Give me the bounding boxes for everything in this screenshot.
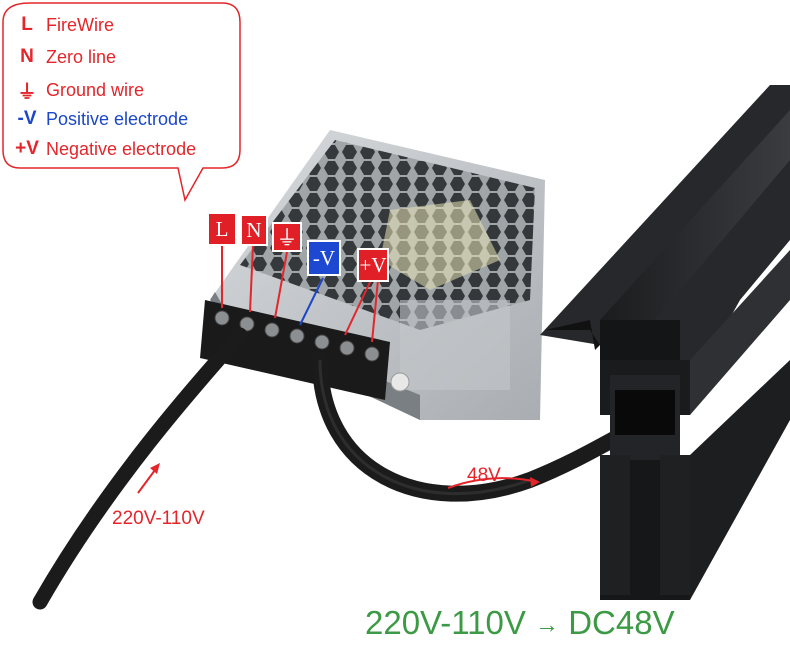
legend-text-zero-line: Zero line <box>46 46 117 67</box>
output-voltage-label: 48V <box>467 465 501 486</box>
legend-item-zero-line: N Zero line <box>8 46 116 68</box>
legend-symbol-minus-v: -V <box>17 108 37 129</box>
conversion-input: 220V-110V <box>365 604 526 641</box>
ground-icon: ⏚ <box>17 82 37 103</box>
legend-item-ground-wire: ⏚ Ground wire <box>8 77 144 104</box>
legend-symbol-n: N <box>20 46 34 67</box>
conversion-caption: 220V-110V → DC48V <box>365 604 675 642</box>
input-arrow <box>137 463 160 494</box>
output-arrow <box>447 477 540 489</box>
legend-text-firewire: FireWire <box>46 14 114 35</box>
arrow-right-icon: → <box>535 611 560 639</box>
legend-text-ground-wire: Ground wire <box>46 80 145 100</box>
legend-symbol-l: L <box>21 14 33 35</box>
input-cable <box>32 327 248 610</box>
terminal-block <box>200 300 410 400</box>
conversion-output: DC48V <box>568 604 675 641</box>
terminal-arrows <box>221 244 379 343</box>
legend-item-negative-electrode: +V Negative electrode <box>8 138 196 160</box>
legend-text-positive-electrode: Positive electrode <box>46 108 189 129</box>
legend-item-positive-electrode: -V Positive electrode <box>8 108 189 130</box>
terminal-tag-neg-v: -V <box>307 240 341 276</box>
ground-icon: ⏚ <box>272 222 302 252</box>
legend-bubble <box>2 2 241 203</box>
terminal-tag-l: L <box>207 212 237 246</box>
legend-symbol-plus-v: +V <box>15 138 39 159</box>
terminal-tag-n: N <box>240 214 268 246</box>
legend-text-negative-electrode: Negative electrode <box>46 138 197 159</box>
input-voltage-label: 220V-110V <box>112 508 205 529</box>
track-rail <box>540 85 790 600</box>
terminal-tag-pos-v: +V <box>357 248 389 282</box>
legend-item-firewire: L FireWire <box>8 14 114 36</box>
